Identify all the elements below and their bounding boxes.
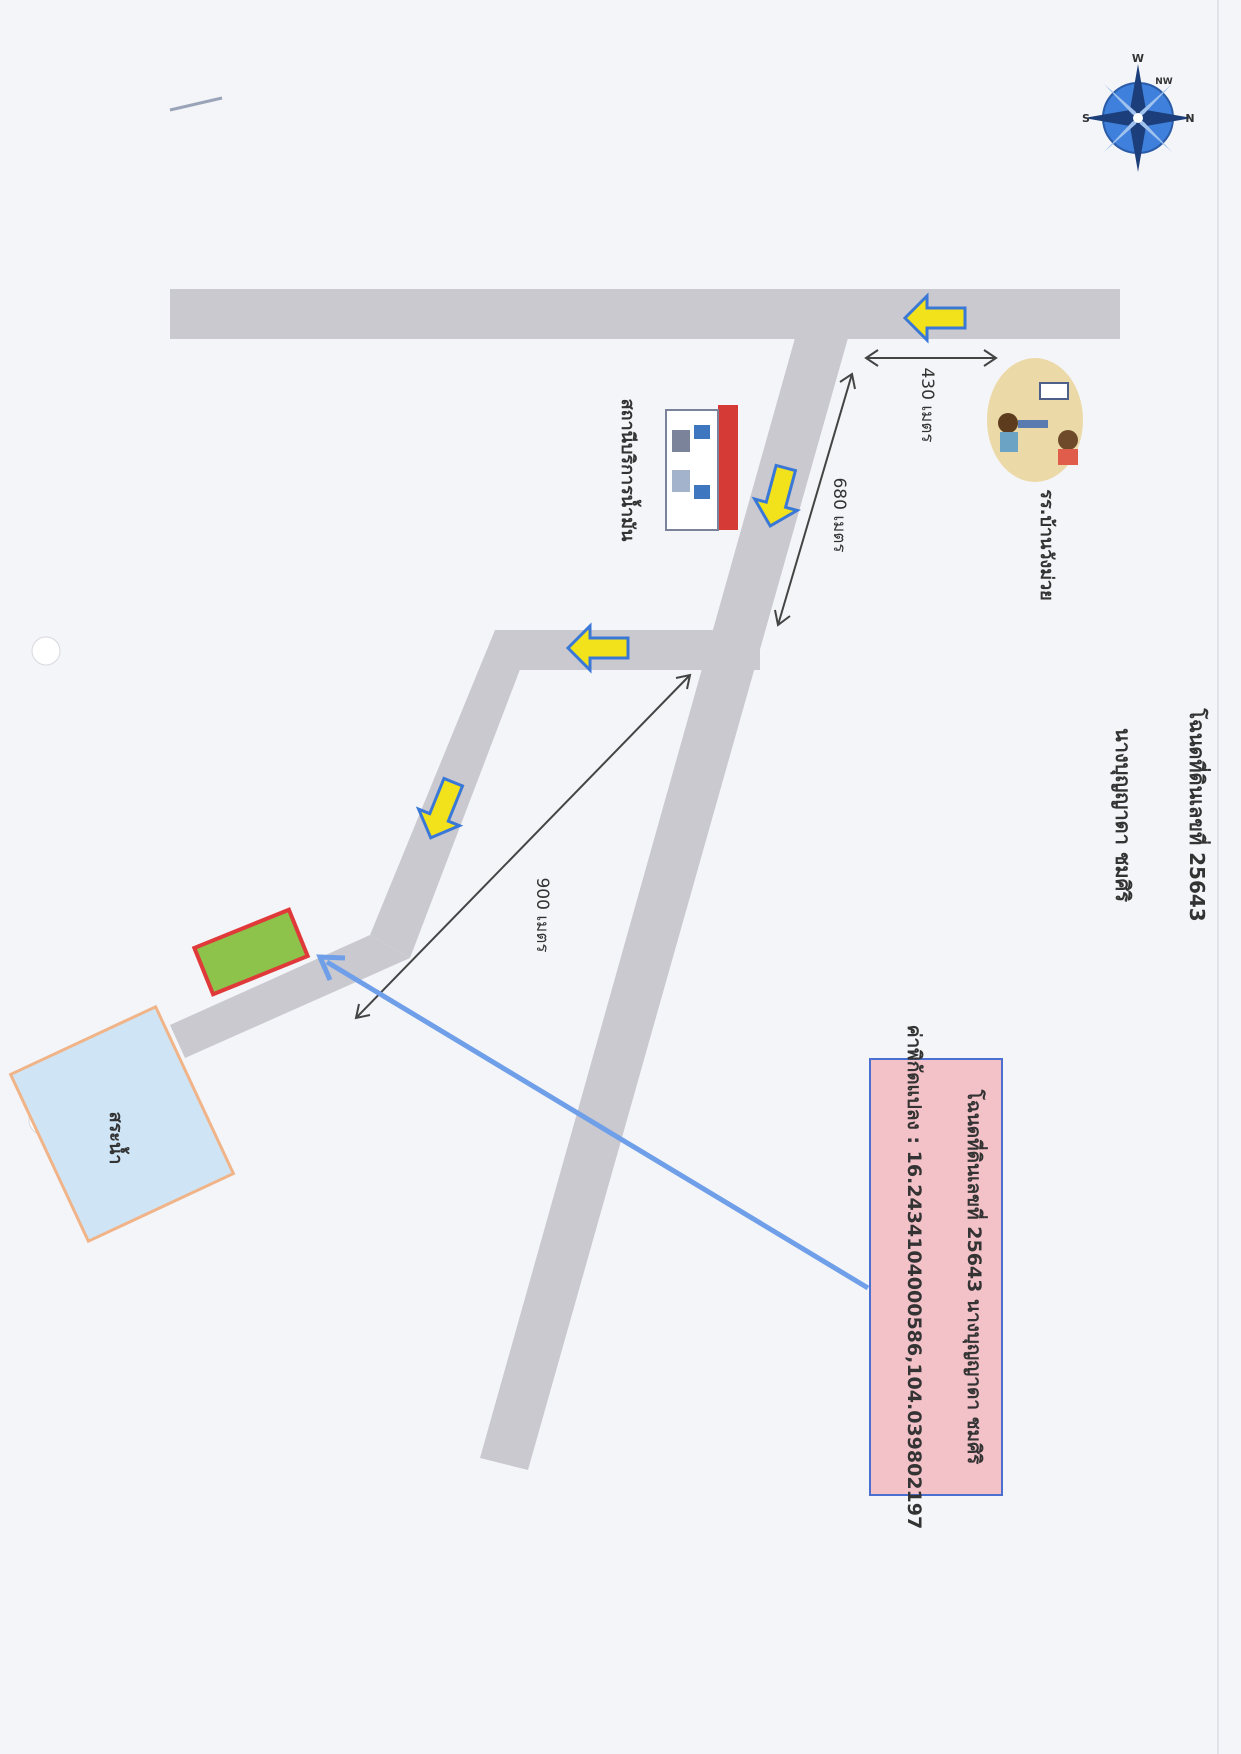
scan-mark	[169, 96, 223, 112]
road-diagonal-long	[480, 338, 848, 1470]
distance-label-430: 430 เมตร	[917, 367, 937, 442]
school-icon	[987, 358, 1083, 482]
measure-680	[774, 372, 856, 627]
measure-430	[864, 349, 998, 367]
pond	[8, 1004, 236, 1244]
pond-label: สระน้ำ	[105, 1112, 130, 1165]
compass-rose-icon	[1084, 64, 1192, 172]
punch-hole-top	[31, 636, 61, 666]
road-main-horizontal	[170, 289, 1120, 339]
compass-label-n: N	[1185, 112, 1194, 125]
distance-label-900: 900 เมตร	[532, 877, 552, 952]
direction-arrows	[415, 292, 967, 840]
direction-arrow-4	[415, 776, 465, 840]
gas-station-icon	[665, 405, 738, 531]
info-box	[869, 1058, 1003, 1496]
direction-arrow-1	[902, 292, 967, 344]
land-parcel	[191, 907, 311, 997]
gas-station-label: สถานีบริการน้ำมัน	[617, 399, 642, 542]
document-title: โฉนดที่ดินเลขที่ 25643	[1185, 707, 1212, 921]
road-to-pond	[170, 935, 410, 1058]
direction-arrow-3	[565, 622, 630, 674]
direction-arrow-2	[751, 463, 802, 529]
owner-name: นางบุญญาดา ชมศิริ	[1110, 728, 1135, 902]
compass-label-w: W	[1132, 52, 1144, 65]
info-box-line2: ค่าพิกัดแปลง : 16.2434104000586,104.0398…	[903, 1025, 925, 1529]
info-box-line1: โฉนดที่ดินเลขที่ 25643 นางบุญญาดา ชมศิริ	[962, 1089, 988, 1465]
school-label: รร.บ้านวังม่วย	[1036, 489, 1057, 600]
compass-label-nw: NW	[1155, 77, 1173, 87]
measure-lines	[354, 349, 998, 1020]
parcel-pointer-head	[316, 954, 346, 981]
compass-label-s: S	[1082, 112, 1090, 125]
parcel-pointer-line	[325, 959, 870, 1291]
distance-label-680: 680 เมตร	[829, 477, 849, 552]
measure-900	[354, 673, 692, 1020]
roads	[170, 289, 1120, 1470]
